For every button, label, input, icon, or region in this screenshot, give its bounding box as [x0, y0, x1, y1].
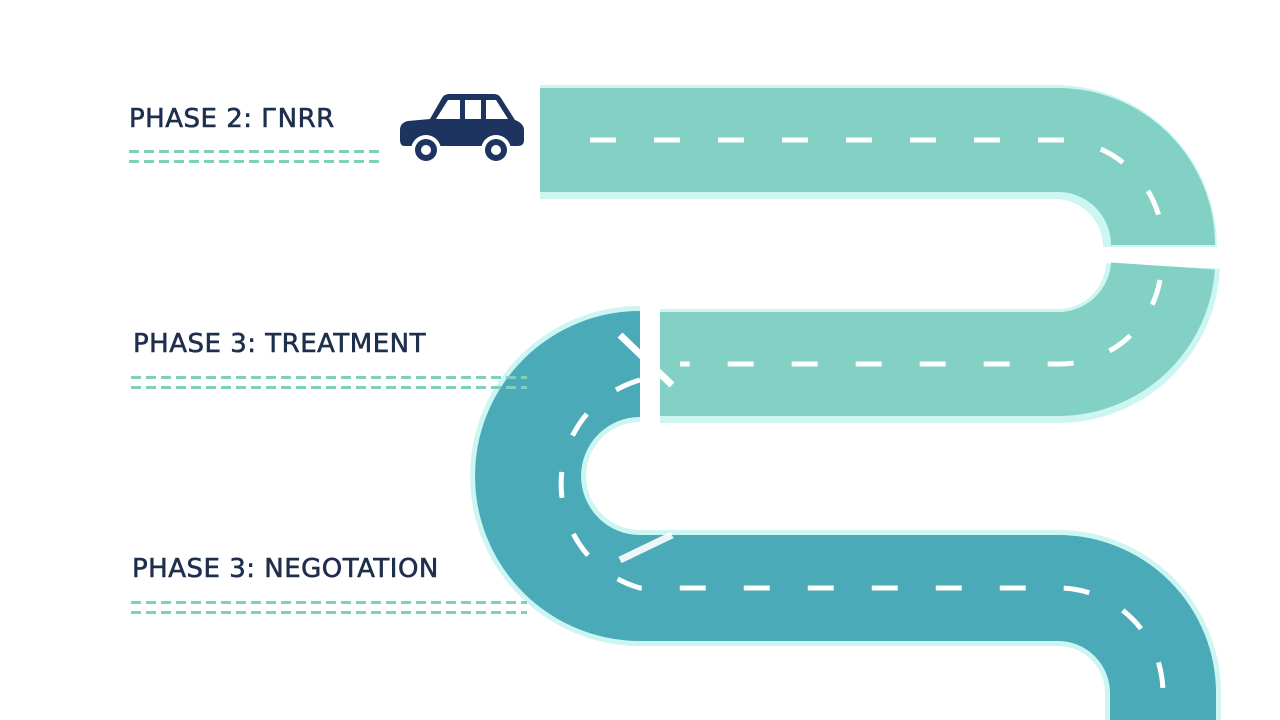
phase-label-1: PHASE 2: ГNRR: [129, 104, 335, 135]
phase-label-3: PHASE 3: NEGOTATION: [132, 554, 439, 585]
phase-underline-2: [131, 376, 527, 379]
phase-underline-1: [129, 150, 381, 153]
road-segment-top: [540, 85, 1217, 250]
phase-underline-3: [131, 601, 527, 604]
phase-underline-2b: [131, 386, 527, 389]
phase-underline-1b: [129, 160, 381, 163]
car-icon: [400, 94, 524, 165]
road-segment-middle: [660, 251, 1230, 424]
phase-label-2: PHASE 3: TREATMENT: [133, 329, 426, 360]
phase-underline-3b: [131, 611, 527, 614]
road-segment-bottom: [470, 306, 1221, 720]
